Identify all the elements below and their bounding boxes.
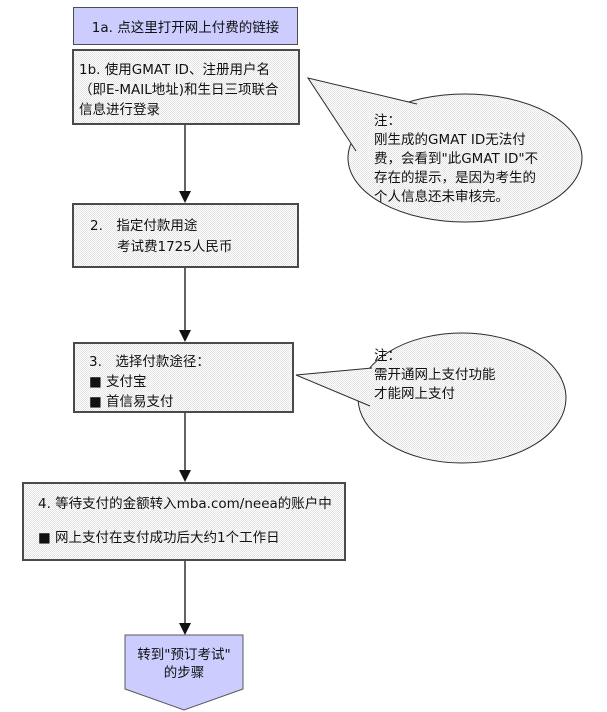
note-bubble-1 (306, 77, 583, 223)
note-bubble-2 (295, 332, 567, 464)
arrow-down-4 (179, 560, 191, 635)
note-1-text: 注： 刚生成的GMAT ID无法付 费，会看到"此GMAT ID"不 存在的提示… (374, 113, 539, 205)
note-2-text: 注： 需开通网上支付功能 才能网上支付 (374, 348, 496, 402)
step-4-box: 4. 等待支付的金额转入mba.com/neea的账户中 ■ 网上支付在支付成功… (22, 482, 346, 561)
offpage-connector-label: 转到"预订考试" 的步骤 (137, 647, 231, 681)
step-1a-label[interactable]: 1a. 点这里打开网上付费的链接 (91, 20, 280, 36)
step-1b-box: 1b. 使用GMAT ID、注册用户名 （即E-MAIL地址)和生日三项联合 信… (72, 49, 300, 125)
step-3-box: 3. 选择付款途径： ■ 支付宝 ■ 首信易支付 (73, 342, 294, 413)
arrow-down-1 (179, 124, 191, 203)
step-1a-box[interactable]: 1a. 点这里打开网上付费的链接 (73, 7, 298, 45)
offpage-connector-shape (124, 634, 244, 711)
arrow-down-3 (179, 412, 191, 482)
step-2-box: 2. 指定付款用途 考试费1725人民币 (72, 203, 299, 268)
arrow-down-2 (179, 267, 191, 342)
